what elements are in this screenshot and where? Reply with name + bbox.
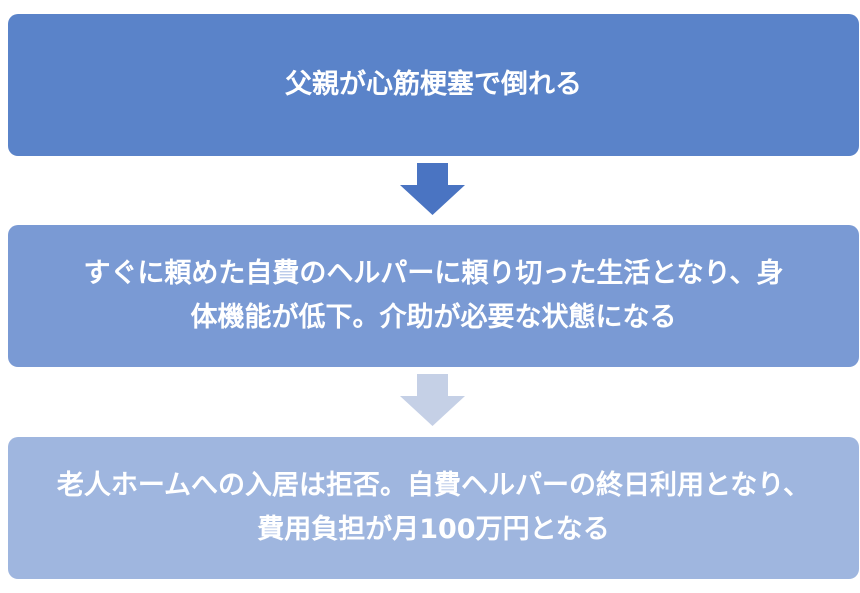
flow-step-2: すぐに頼めた自費のヘルパーに頼り切った生活となり、身 体機能が低下。介助が必要な…: [8, 225, 859, 367]
flow-step-3-text: 老人ホームへの入居は拒否。自費ヘルパーの終日利用となり、 費用負担が月100万円…: [56, 470, 811, 545]
down-arrow-icon: [400, 163, 465, 215]
flow-step-1-text: 父親が心筋梗塞で倒れる: [285, 69, 582, 100]
flow-step-1: 父親が心筋梗塞で倒れる: [8, 14, 859, 156]
down-arrow-shape: [400, 163, 465, 215]
flow-step-3: 老人ホームへの入居は拒否。自費ヘルパーの終日利用となり、 費用負担が月100万円…: [8, 437, 859, 579]
down-arrow-icon: [400, 374, 465, 426]
flow-step-2-text: すぐに頼めた自費のヘルパーに頼り切った生活となり、身 体機能が低下。介助が必要な…: [83, 258, 784, 333]
down-arrow-shape: [400, 374, 465, 426]
